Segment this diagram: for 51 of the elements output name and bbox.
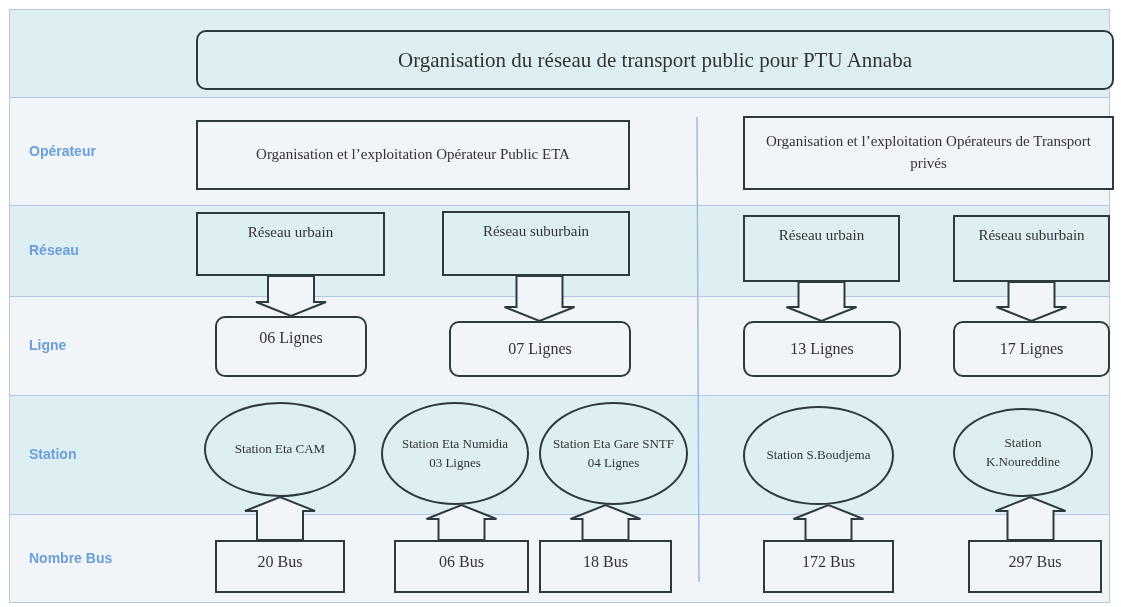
process-box bbox=[442, 211, 630, 276]
node-label: 172 Bus bbox=[802, 552, 855, 572]
block-arrow bbox=[255, 275, 327, 318]
node-label: Station Eta Numidia 03 Lignes bbox=[400, 434, 510, 472]
row-header: Nombre Bus bbox=[29, 550, 113, 566]
block-arrow bbox=[244, 495, 316, 541]
node-label: Réseau urbain bbox=[247, 223, 334, 242]
row-header: Réseau bbox=[29, 242, 79, 258]
process-box bbox=[196, 120, 630, 190]
node-label: Station K.Noureddine bbox=[985, 433, 1061, 471]
node-label: Réseau suburbain bbox=[482, 222, 590, 241]
rounded-box bbox=[953, 321, 1110, 377]
node-label: 13 Lignes bbox=[790, 339, 854, 360]
row-header: Opérateur bbox=[29, 143, 96, 159]
node-label: 17 Lignes bbox=[999, 339, 1064, 360]
rounded-box bbox=[449, 321, 631, 377]
node-label: Réseau suburbain bbox=[978, 226, 1085, 245]
block-arrow bbox=[425, 503, 498, 541]
node-label: Station Eta CAM bbox=[234, 440, 326, 459]
process-box bbox=[743, 215, 900, 282]
node-label: Réseau urbain bbox=[778, 226, 865, 245]
block-arrow bbox=[569, 503, 642, 541]
block-arrow bbox=[995, 281, 1068, 323]
node-label: Organisation et l’exploitation Opérateur Public ETA bbox=[256, 145, 570, 165]
node-label: Organisation et l’exploitation Opérateurs de Transport privés bbox=[764, 132, 1093, 173]
process-box bbox=[968, 540, 1102, 593]
rounded-box bbox=[196, 30, 1114, 90]
rounded-box bbox=[743, 321, 901, 377]
block-arrow bbox=[994, 495, 1067, 541]
process-box bbox=[215, 540, 345, 593]
process-box bbox=[953, 215, 1110, 282]
node-label: Station S.Boudjema bbox=[766, 446, 871, 465]
row-header: Station bbox=[29, 446, 77, 462]
process-box bbox=[743, 116, 1114, 190]
node-label: Organisation du réseau de transport public pour PTU Annaba bbox=[398, 46, 912, 74]
node-label: 07 Lignes bbox=[508, 339, 572, 360]
block-arrow bbox=[785, 281, 858, 323]
node-label: 06 Bus bbox=[439, 552, 484, 572]
block-arrow bbox=[503, 275, 576, 323]
node-label: 06 Lignes bbox=[259, 328, 323, 349]
node-label: 297 Bus bbox=[1008, 552, 1062, 572]
process-box bbox=[394, 540, 529, 593]
rounded-box bbox=[215, 316, 367, 377]
block-arrow bbox=[792, 503, 865, 541]
process-box bbox=[763, 540, 894, 593]
node-label: 20 Bus bbox=[257, 552, 303, 572]
node-label: Station Eta Gare SNTF 04 Lignes bbox=[553, 434, 674, 472]
node-label: 18 Bus bbox=[583, 552, 628, 572]
process-box bbox=[196, 212, 385, 276]
process-box bbox=[539, 540, 672, 593]
row-header: Ligne bbox=[29, 337, 67, 353]
